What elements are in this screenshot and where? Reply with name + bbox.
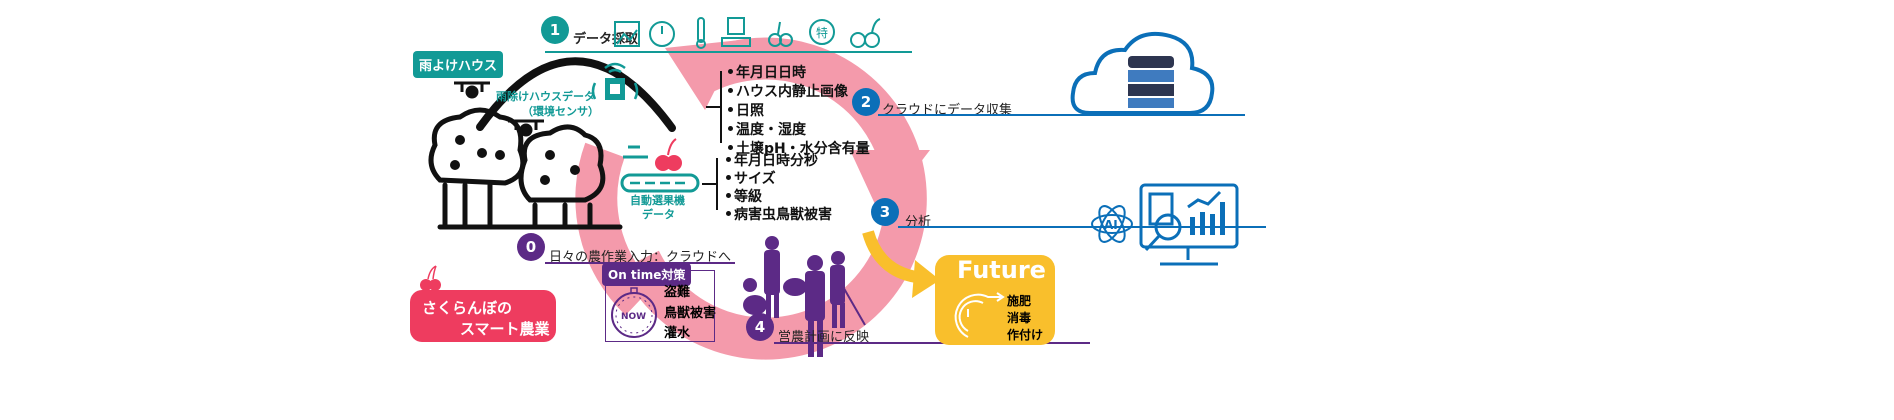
sorter-machine-icon [620,138,700,193]
sensor-bracket-stem [706,106,720,108]
clock-icon [649,21,675,47]
image-icon [614,21,640,47]
future-title: Future [957,256,1046,284]
brand-box: さくらんぼの スマート農業 [410,290,556,342]
ai-icon: AI [1091,205,1133,243]
environment-sensor-icon [591,62,639,100]
ontime-item: 灌水 [664,326,691,341]
data-icons-row: 特 [614,17,881,49]
sensor-data-item: 日照 [728,100,764,120]
farmers-illustration [743,236,866,357]
sorter-sublabel: データ [642,208,675,221]
house-roof [476,57,676,132]
pest-icon [850,32,866,48]
future-clock-icon [954,292,1005,338]
step-4-label: 営農計画に反映 [778,330,870,345]
sorter-bracket [716,158,718,210]
step-2-badge: 2 [852,88,880,116]
sensor-label: 雨除けハウスデータ [496,90,595,103]
step-3-underline [898,226,1266,228]
sorter-data-item: サイズ [726,168,776,188]
ontime-title: On time対策 [602,263,692,286]
sorter-bracket-stem [702,183,716,185]
cherry-logo-icon [420,265,441,291]
step-2-underline [878,114,1245,116]
sensor-sublabel: （環境センサ） [522,105,599,118]
sensor-bracket [720,71,722,143]
sensor-data-item: 温度・湿度 [728,119,806,139]
house-label: 雨よけハウス [413,51,504,78]
stopwatch-icon: NOW [611,287,657,338]
sorter-data-item: 年月日時分秒 [726,150,818,170]
future-item: 施肥 [1007,294,1032,308]
sorter-data-item: 病害虫鳥獣被害 [726,204,832,224]
grade-badge-icon [809,19,835,45]
sorter-label: 自動選果機 [630,194,685,207]
step-0-badge: 0 [517,233,545,261]
step-1-underline [545,51,912,53]
cherry-trees-illustration [428,107,623,230]
svg-text:AI: AI [1104,218,1118,232]
brand-line-1: さくらんぼの [422,299,513,317]
step-4-badge: 4 [746,313,774,341]
future-item: 消毒 [1007,311,1032,325]
sensor-data-item: 年月日日時 [728,62,806,82]
drone-icon [454,81,490,99]
sorter-data-item: 等級 [726,186,762,206]
future-box: Future 施肥 消毒 作付け [935,255,1055,345]
step-3-badge: 3 [871,198,899,226]
sensor-data-item: 土壌pH・水分含有量 [728,138,870,158]
svg-text:特: 特 [816,25,828,40]
step-4-underline [774,342,1090,344]
soil-sensor-icon [727,17,745,35]
cloud-database-icon [1070,31,1215,115]
future-item: 作付け [1007,328,1044,342]
thermometer-icon [697,17,705,43]
ontime-item: 盗難 [664,285,691,300]
step-0-label: 日々の農作業入力：クラウドへ [549,250,732,265]
brand-line-2: スマート農業 [460,320,550,338]
step-1-badge: 1 [541,16,569,44]
svg-text:NOW: NOW [621,312,646,322]
ontime-item: 鳥獣被害 [664,306,717,321]
sensor-data-item: ハウス内静止画像 [728,81,848,101]
